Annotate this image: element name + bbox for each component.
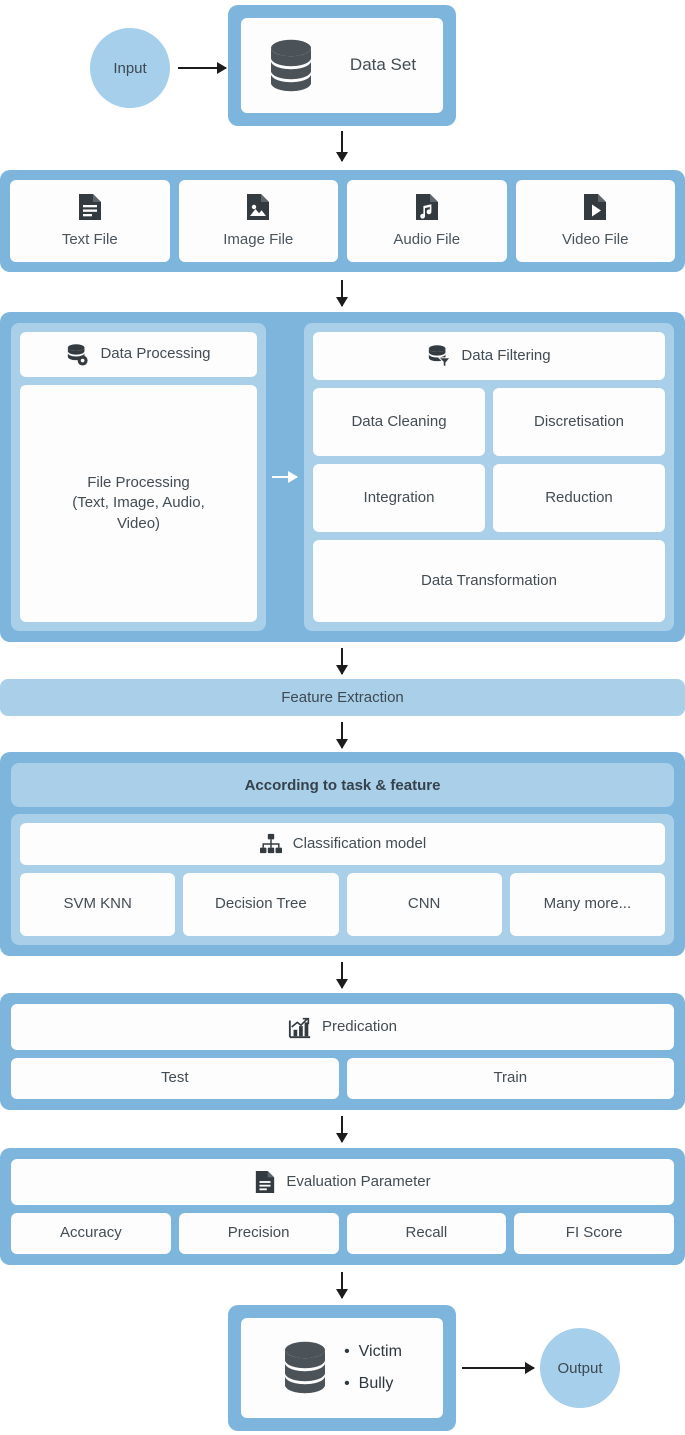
evaluation-label-fi-score: FI Score <box>565 1224 623 1242</box>
file-label-image: Image File <box>223 230 294 248</box>
file-label-text: Text File <box>61 230 118 248</box>
filter-label-reduction: Reduction <box>545 488 613 506</box>
file-processing-text: File Processing (Text, Image, Audio, Vid… <box>72 474 205 532</box>
feature-extraction-label: Feature Extraction <box>281 689 404 706</box>
evaluation-label-precision: Precision <box>227 1224 290 1242</box>
model-card-many-more[interactable]: Many more... <box>509 873 665 936</box>
input-node[interactable]: Input <box>90 28 170 108</box>
file-processing-body[interactable]: File Processing (Text, Image, Audio, Vid… <box>20 385 257 622</box>
arrow-prediction-to-evaluation <box>336 1116 348 1143</box>
arrow-feature-to-classification <box>336 722 348 749</box>
filter-label-integration: Integration <box>363 488 435 506</box>
prediction-container: Predication Test Train <box>0 993 685 1110</box>
arrow-processing-to-filtering <box>272 471 298 483</box>
result-list: Victim Bully <box>344 1331 402 1404</box>
result-container: Victim Bully <box>228 1305 456 1431</box>
processing-container: Data Processing File Processing (Text, I… <box>0 312 685 642</box>
text-file-icon <box>77 192 103 222</box>
file-card-text[interactable]: Text File <box>10 180 170 262</box>
arrow-input-to-dataset <box>178 62 227 74</box>
arrow-evaluation-to-result <box>336 1272 348 1299</box>
image-file-icon <box>245 192 271 222</box>
feature-extraction-bar[interactable]: Feature Extraction <box>0 679 685 716</box>
model-label-many-more: Many more... <box>543 895 632 913</box>
output-node[interactable]: Output <box>540 1328 620 1408</box>
filter-item-integration[interactable]: Integration <box>313 464 485 532</box>
filter-label-data-transformation: Data Transformation <box>421 571 557 589</box>
data-processing-label: Data Processing <box>100 345 211 363</box>
model-label-cnn: CNN <box>407 895 441 913</box>
database-filter-icon <box>427 344 452 368</box>
prediction-header[interactable]: Predication <box>11 1004 674 1050</box>
classification-models-panel: Classification model SVM KNN Decision Tr… <box>11 814 674 945</box>
data-processing-header[interactable]: Data Processing <box>20 332 257 377</box>
prediction-label: Predication <box>321 1017 398 1035</box>
result-item-bully: Bully <box>344 1373 402 1395</box>
arrow-result-to-output <box>462 1362 535 1374</box>
filter-item-reduction[interactable]: Reduction <box>493 464 665 532</box>
file-label-video: Video File <box>562 230 629 248</box>
evaluation-label-accuracy: Accuracy <box>60 1224 122 1242</box>
classification-banner-label: According to task & feature <box>244 776 441 794</box>
dataset-label: Data Set <box>349 55 417 75</box>
file-card-image[interactable]: Image File <box>178 180 338 262</box>
model-card-svm-knn[interactable]: SVM KNN <box>20 873 176 936</box>
classification-model-label: Classification model <box>292 834 427 852</box>
hierarchy-icon <box>259 833 283 855</box>
filter-label-data-cleaning: Data Cleaning <box>351 412 447 430</box>
arrow-files-to-processing <box>336 280 348 307</box>
database-icon <box>268 39 314 93</box>
dataset-container: Data Set <box>228 5 456 126</box>
prediction-label-test: Test <box>160 1069 189 1087</box>
evaluation-card-accuracy[interactable]: Accuracy <box>11 1213 171 1254</box>
file-label-audio: Audio File <box>393 230 461 248</box>
file-card-audio[interactable]: Audio File <box>347 180 507 262</box>
evaluation-card-recall[interactable]: Recall <box>346 1213 507 1254</box>
evaluation-label-recall: Recall <box>405 1224 448 1242</box>
data-processing-panel: Data Processing File Processing (Text, I… <box>11 323 266 631</box>
file-types-container: Text File Image File Audio <box>0 170 685 272</box>
prediction-card-train[interactable]: Train <box>346 1058 674 1099</box>
result-card[interactable]: Victim Bully <box>241 1318 443 1418</box>
database-icon <box>282 1341 328 1395</box>
prediction-card-test[interactable]: Test <box>11 1058 339 1099</box>
filter-item-data-cleaning[interactable]: Data Cleaning <box>313 388 485 456</box>
output-label: Output <box>557 1359 603 1377</box>
filter-item-data-transformation[interactable]: Data Transformation <box>313 540 665 622</box>
video-file-icon <box>582 192 608 222</box>
dataset-card[interactable]: Data Set <box>241 18 443 113</box>
evaluation-card-fi-score[interactable]: FI Score <box>514 1213 674 1254</box>
document-icon <box>254 1169 276 1195</box>
classification-container: According to task & feature Classificati… <box>0 752 685 956</box>
model-card-cnn[interactable]: CNN <box>346 873 502 936</box>
filter-label-discretisation: Discretisation <box>533 412 625 430</box>
filter-item-discretisation[interactable]: Discretisation <box>493 388 665 456</box>
model-label-decision-tree: Decision Tree <box>215 895 307 913</box>
bar-chart-trend-icon <box>288 1015 312 1039</box>
evaluation-card-precision[interactable]: Precision <box>178 1213 339 1254</box>
model-card-decision-tree[interactable]: Decision Tree <box>183 873 339 936</box>
prediction-label-train: Train <box>493 1069 528 1087</box>
arrow-processing-to-feature <box>336 648 348 675</box>
database-gear-icon <box>66 343 90 367</box>
evaluation-container: Evaluation Parameter Accuracy Precision … <box>0 1148 685 1265</box>
evaluation-label: Evaluation Parameter <box>286 1172 431 1190</box>
model-label-svm-knn: SVM KNN <box>63 895 132 913</box>
evaluation-header[interactable]: Evaluation Parameter <box>11 1159 674 1205</box>
audio-file-icon <box>414 192 440 222</box>
input-label: Input <box>113 59 147 77</box>
arrow-dataset-to-files <box>336 131 348 162</box>
result-item-victim: Victim <box>344 1341 402 1363</box>
arrow-classification-to-prediction <box>336 962 348 989</box>
data-filtering-panel: Data Filtering Data Cleaning Discretisat… <box>304 323 674 631</box>
classification-model-header[interactable]: Classification model <box>20 823 665 865</box>
file-card-video[interactable]: Video File <box>515 180 675 262</box>
classification-banner[interactable]: According to task & feature <box>11 763 674 807</box>
data-filtering-label: Data Filtering <box>461 346 551 364</box>
data-filtering-header[interactable]: Data Filtering <box>313 332 665 380</box>
